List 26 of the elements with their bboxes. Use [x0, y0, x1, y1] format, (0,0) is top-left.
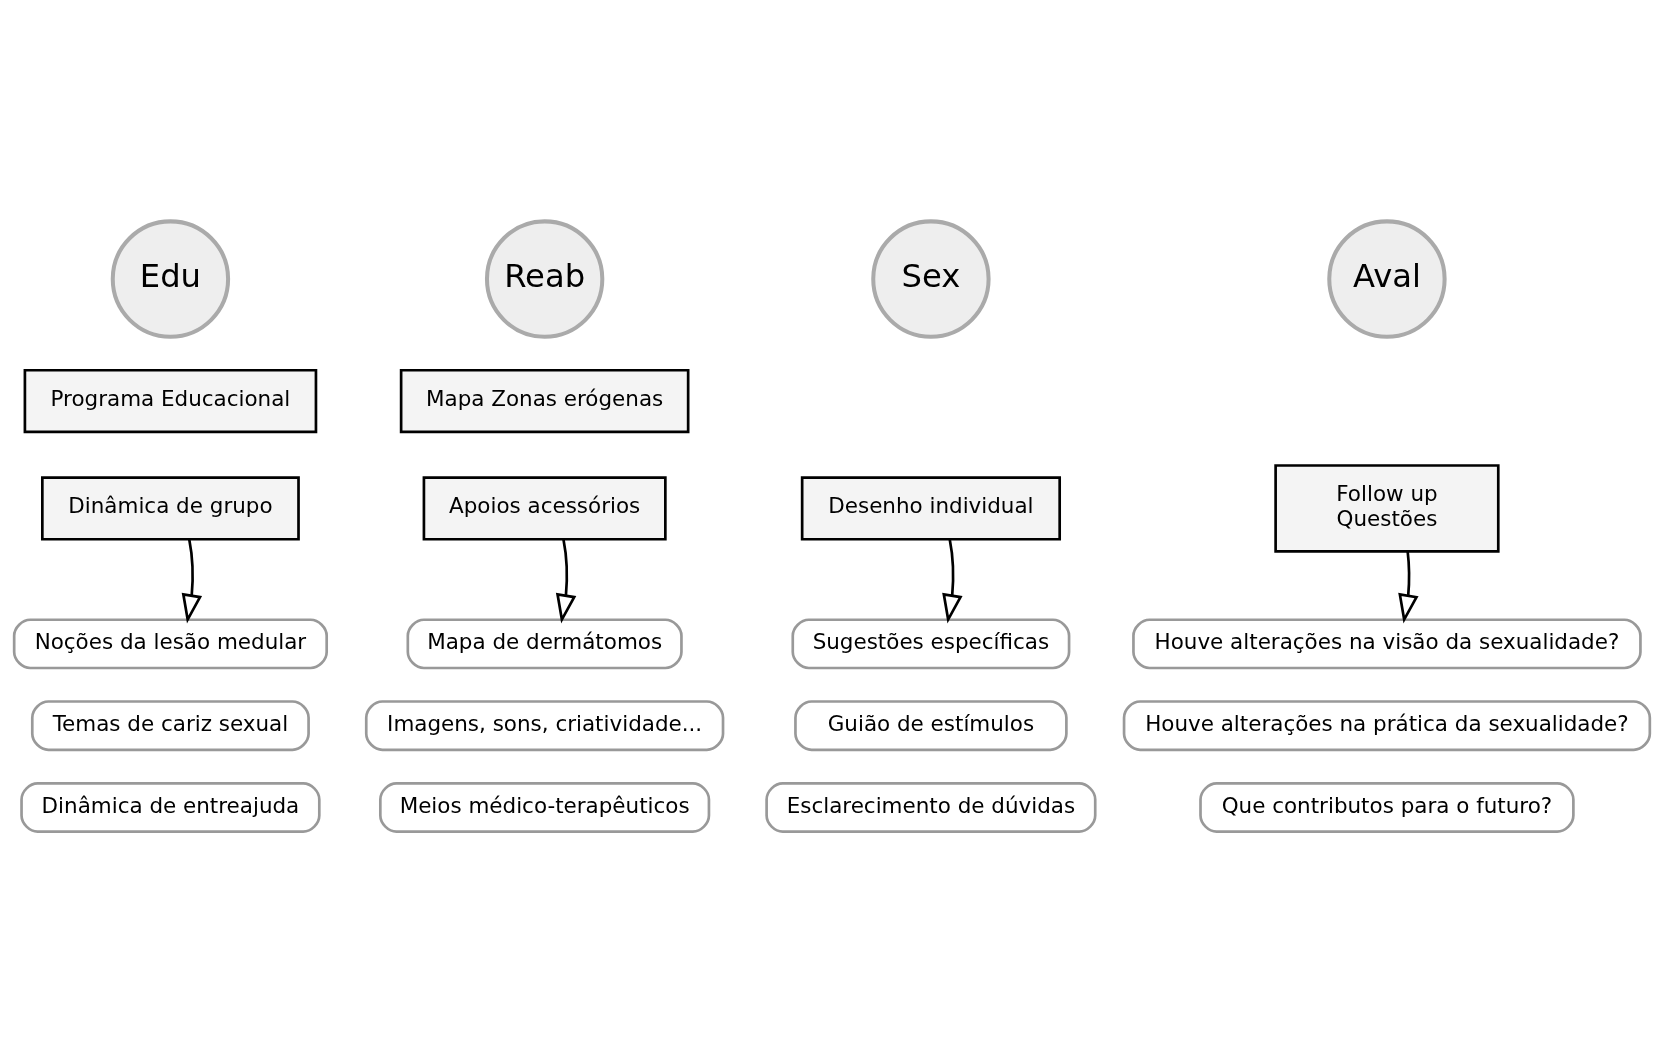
node-circle: Reab	[484, 219, 605, 339]
node-box: Guião de estímulos	[794, 700, 1068, 752]
node-box: Dinâmica de entreajuda	[20, 782, 321, 833]
node-box: Desenho individual	[800, 476, 1061, 541]
node-box: Houve alterações na visão da sexualidade?	[1132, 618, 1642, 670]
node-box: Sugestões específicas	[791, 618, 1071, 670]
node-box: Mapa de dermátomos	[406, 618, 683, 670]
node-box: Meios médico-terapêuticos	[379, 782, 711, 833]
node-circle: Edu	[110, 219, 231, 339]
node-box: Follow up Questões	[1274, 464, 1500, 553]
arrow	[942, 539, 963, 624]
arrow	[1398, 551, 1419, 624]
node-box: Dinâmica de grupo	[41, 476, 300, 541]
node-box: Temas de cariz sexual	[30, 700, 310, 752]
node-box: Que contributos para o futuro?	[1199, 782, 1575, 833]
arrow	[555, 539, 577, 624]
node-box: Noções da lesão medular	[12, 618, 328, 670]
node-box: Programa Educacional	[23, 368, 318, 434]
node-box: Apoios acessórios	[422, 476, 667, 541]
node-box: Houve alterações na prática da sexualidade?	[1122, 700, 1652, 752]
node-box: Mapa Zonas erógenas	[399, 368, 690, 434]
node-box: Esclarecimento de dúvidas	[765, 782, 1097, 833]
arrow	[181, 539, 203, 624]
node-circle: Sex	[871, 219, 991, 339]
node-circle: Aval	[1327, 219, 1447, 339]
node-box: Imagens, sons, criatividade...	[364, 700, 725, 752]
